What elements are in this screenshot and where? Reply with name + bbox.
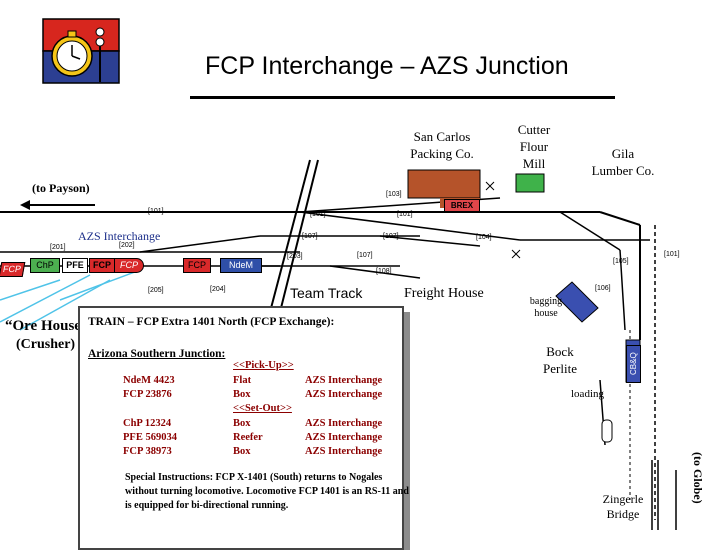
track-107c: [107] <box>357 252 373 259</box>
freight-house-label: Freight House <box>404 286 484 301</box>
car-cbq: CB&Q <box>626 345 641 383</box>
track-101-left: [101] <box>148 208 164 215</box>
pickup-dest-1: AZS Interchange <box>305 375 383 386</box>
bock-perlite-label: Bock Perlite <box>530 343 590 377</box>
setout-header: <<Set-Out>> <box>233 403 292 414</box>
bagging-line-1: bagging <box>529 296 563 307</box>
san-carlos-line-1: San Carlos <box>413 129 471 144</box>
to-payson-label: (to Payson) <box>32 181 90 195</box>
san-carlos-line-2: Packing Co. <box>410 146 474 161</box>
bagging-house-label: bagging house <box>523 296 569 320</box>
track-104: [104] <box>476 234 492 241</box>
train-heading: TRAIN – FCP Extra 1401 North (FCP Exchan… <box>88 316 335 328</box>
san-carlos-label: San Carlos Packing Co. <box>396 128 488 162</box>
gila-lumber-label: Gila Lumber Co. <box>578 145 668 179</box>
setout-type-3: Box <box>233 446 251 457</box>
zingerle-line-1: Zingerle <box>602 492 644 506</box>
track-201: [201] <box>50 244 66 251</box>
bock-line-2: Perlite <box>543 361 577 376</box>
zingerle-line-2: Bridge <box>606 507 640 521</box>
stopwatch-signal-icon <box>42 18 120 84</box>
car-fcp-4: FCP <box>183 258 211 273</box>
cutter-flour-label: Cutter Flour Mill <box>503 121 565 172</box>
page-title: FCP Interchange – AZS Junction <box>205 52 569 80</box>
track-204: [204] <box>210 286 226 293</box>
car-chp: ChP <box>30 258 60 273</box>
car-brex: BREX <box>444 199 480 212</box>
crusher-label: (Crusher) <box>16 337 76 352</box>
setout-dest-2: AZS Interchange <box>305 432 383 443</box>
loading-label: loading <box>571 388 604 400</box>
setout-type-1: Box <box>233 418 251 429</box>
ore-house-label: “Ore House <box>5 318 81 334</box>
special-instructions: Special Instructions: FCP X-1401 (South)… <box>125 472 409 511</box>
bagging-line-2: house <box>534 308 558 319</box>
car-fcp-loco: FCP <box>114 258 144 273</box>
car-fcp-left: FCP <box>0 262 26 277</box>
pickup-type-2: Box <box>233 389 251 400</box>
gila-line-1: Gila <box>611 146 635 161</box>
track-103: [103] <box>386 191 402 198</box>
setout-type-2: Reefer <box>233 432 263 443</box>
setout-car-2: PFE 569034 <box>123 432 177 443</box>
zingerle-bridge-label: Zingerle Bridge <box>590 492 656 522</box>
gila-line-2: Lumber Co. <box>591 163 655 178</box>
pickup-type-1: Flat <box>233 375 252 386</box>
track-105: [105] <box>613 258 629 265</box>
cutter-line-2: Flour <box>519 139 549 154</box>
car-pfe: PFE <box>62 258 88 273</box>
track-101-right: [101] <box>664 251 680 258</box>
track-108: [108] <box>376 268 392 275</box>
junction-heading: Arizona Southern Junction: <box>88 348 226 360</box>
track-101-mid2: [101] <box>397 211 413 218</box>
car-ndem: NdeM <box>220 258 262 273</box>
setout-car-3: FCP 38973 <box>123 446 172 457</box>
pickup-header: <<Pick-Up>> <box>233 360 294 371</box>
azs-interchange-label: AZS Interchange <box>78 229 161 243</box>
track-107b: [107] <box>383 233 399 240</box>
car-fcp-2: FCP <box>89 258 115 273</box>
track-205: [205] <box>148 287 164 294</box>
pickup-car-1: NdeM 4423 <box>123 375 175 386</box>
track-101-mid: [101] <box>310 211 326 218</box>
to-globe-label: (to Globe) <box>691 452 705 504</box>
setout-dest-1: AZS Interchange <box>305 418 383 429</box>
track-202: [202] <box>119 242 135 249</box>
pickup-dest-2: AZS Interchange <box>305 389 383 400</box>
bock-line-1: Bock <box>546 344 574 359</box>
switchlist-panel: TRAIN – FCP Extra 1401 North (FCP Exchan… <box>78 306 409 550</box>
pickup-car-2: FCP 23876 <box>123 389 172 400</box>
track-106: [106] <box>595 285 611 292</box>
team-track-label: Team Track <box>290 285 363 301</box>
setout-dest-3: AZS Interchange <box>305 446 383 457</box>
cutter-line-1: Cutter <box>517 122 551 137</box>
title-underline <box>190 96 615 99</box>
cutter-line-3: Mill <box>522 156 546 171</box>
track-203: [203] <box>287 253 303 260</box>
track-107a: [107] <box>302 233 318 240</box>
setout-car-1: ChP 12324 <box>123 418 172 429</box>
